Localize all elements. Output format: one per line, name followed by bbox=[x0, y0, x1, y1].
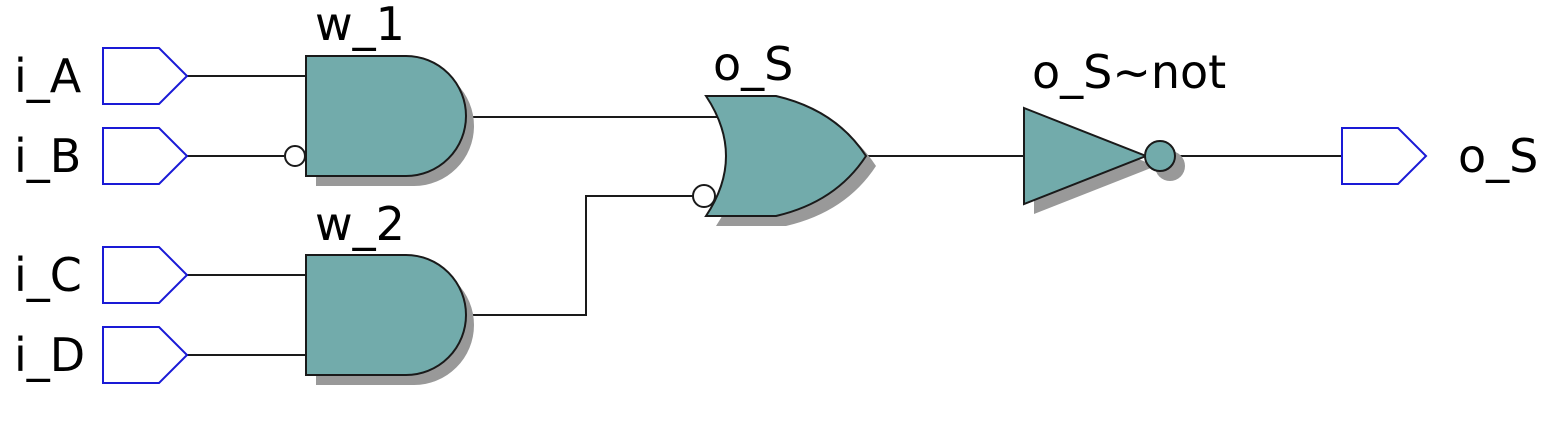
input-label-i-a: i_A bbox=[14, 49, 82, 103]
gate-label-o-s-not: o_S~not bbox=[1032, 45, 1226, 99]
input-port-i-b[interactable] bbox=[102, 127, 189, 185]
not-gate-body bbox=[1023, 106, 1149, 206]
input-port-i-c[interactable] bbox=[102, 246, 189, 304]
gate-label-o-s: o_S bbox=[713, 37, 793, 91]
gate-label-w1: w_1 bbox=[315, 0, 405, 51]
and-gate-w1-inverter-bubble bbox=[284, 145, 306, 167]
not-gate-output-bubble bbox=[1144, 140, 1176, 172]
output-label-o-s: o_S bbox=[1458, 129, 1538, 183]
input-port-i-d[interactable] bbox=[102, 326, 189, 384]
gate-label-w2: w_2 bbox=[315, 197, 405, 251]
output-port-o-s[interactable] bbox=[1341, 127, 1428, 185]
input-label-i-b: i_B bbox=[14, 129, 81, 183]
or-gate-o-s-inverter-bubble bbox=[692, 184, 716, 208]
or-gate-o-s-body bbox=[704, 95, 868, 217]
input-label-i-c: i_C bbox=[14, 248, 82, 302]
input-label-i-d: i_D bbox=[14, 328, 85, 382]
wire-w2-to-or bbox=[466, 195, 693, 316]
labels: i_A i_B i_C i_D w_1 w_2 o_S o_S~not o_S bbox=[14, 0, 1538, 382]
and-gate-w2[interactable] bbox=[305, 254, 474, 385]
and-gate-w1[interactable] bbox=[284, 55, 474, 186]
and-gate-w2-body bbox=[305, 254, 467, 376]
not-gate-o-s-not[interactable] bbox=[1023, 106, 1185, 214]
input-port-i-a[interactable] bbox=[102, 47, 189, 105]
and-gate-w1-body bbox=[305, 55, 467, 177]
or-gate-o-s[interactable] bbox=[692, 95, 876, 226]
wires bbox=[187, 75, 1342, 356]
input-ports bbox=[102, 47, 189, 384]
